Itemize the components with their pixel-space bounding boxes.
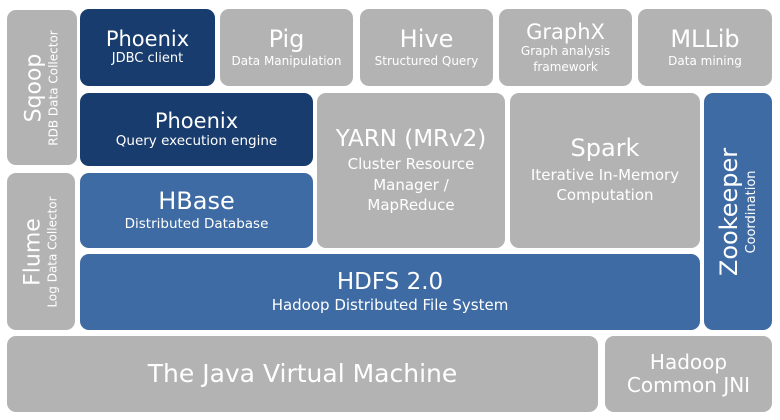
spark-subtitle-line1: Iterative In-Memory [530,166,680,185]
yarn-subtitle-line2: Manager / [373,175,449,194]
flume-subtitle: Log Data Collector [45,195,60,308]
zookeeper-subtitle: Coordination [743,169,759,254]
phoenix-client-block: Phoenix JDBC client [80,9,215,86]
hbase-title: HBase [158,186,235,215]
graphx-title: GraphX [526,19,605,44]
jvm-title: The Java Virtual Machine [147,358,458,388]
spark-subtitle-line2: Computation [556,186,654,205]
hdfs-block: HDFS 2.0 Hadoop Distributed File System [80,254,700,330]
pig-subtitle: Data Manipulation [231,53,342,68]
hive-subtitle: Structured Query [374,53,479,68]
hive-block: Hive Structured Query [360,9,493,86]
phoenix-engine-block: Phoenix Query execution engine [80,93,313,166]
pig-block: Pig Data Manipulation [220,9,353,86]
mllib-title: MLLib [670,24,740,53]
phoenix-client-title: Phoenix [105,26,190,51]
pig-title: Pig [268,24,305,53]
hbase-subtitle: Distributed Database [124,215,269,232]
yarn-title: YARN (MRv2) [335,125,487,152]
jvm-block: The Java Virtual Machine [7,336,598,412]
sqoop-title: Sqoop [21,53,47,122]
yarn-subtitle-line1: Cluster Resource [347,155,475,174]
phoenix-engine-subtitle: Query execution engine [115,132,278,149]
yarn-subtitle-line3: MapReduce [367,195,455,214]
phoenix-client-subtitle: JDBC client [111,51,184,67]
jni-title-line2: Common JNI [626,373,751,397]
yarn-block: YARN (MRv2) Cluster Resource Manager / M… [317,93,505,248]
spark-block: Spark Iterative In-Memory Computation [510,93,700,248]
zookeeper-title: Zookeeper [714,147,743,276]
phoenix-engine-title: Phoenix [154,108,239,133]
graphx-block: GraphX Graph analysis framework [499,9,632,86]
mllib-subtitle: Data mining [668,53,742,68]
graphx-subtitle-line2: framework [533,59,598,74]
hbase-block: HBase Distributed Database [80,173,313,248]
jni-title-line1: Hadoop [649,350,728,374]
hadoop-common-jni-block: Hadoop Common JNI [605,336,772,412]
sqoop-subtitle: RDB Data Collector [46,29,61,146]
hdfs-title: HDFS 2.0 [336,268,444,295]
spark-title: Spark [570,134,640,163]
mllib-block: MLLib Data mining [638,9,772,86]
hive-title: Hive [399,24,454,53]
hdfs-subtitle: Hadoop Distributed File System [271,296,509,315]
graphx-subtitle-line1: Graph analysis [520,43,611,58]
flume-title: Flume [20,217,46,286]
